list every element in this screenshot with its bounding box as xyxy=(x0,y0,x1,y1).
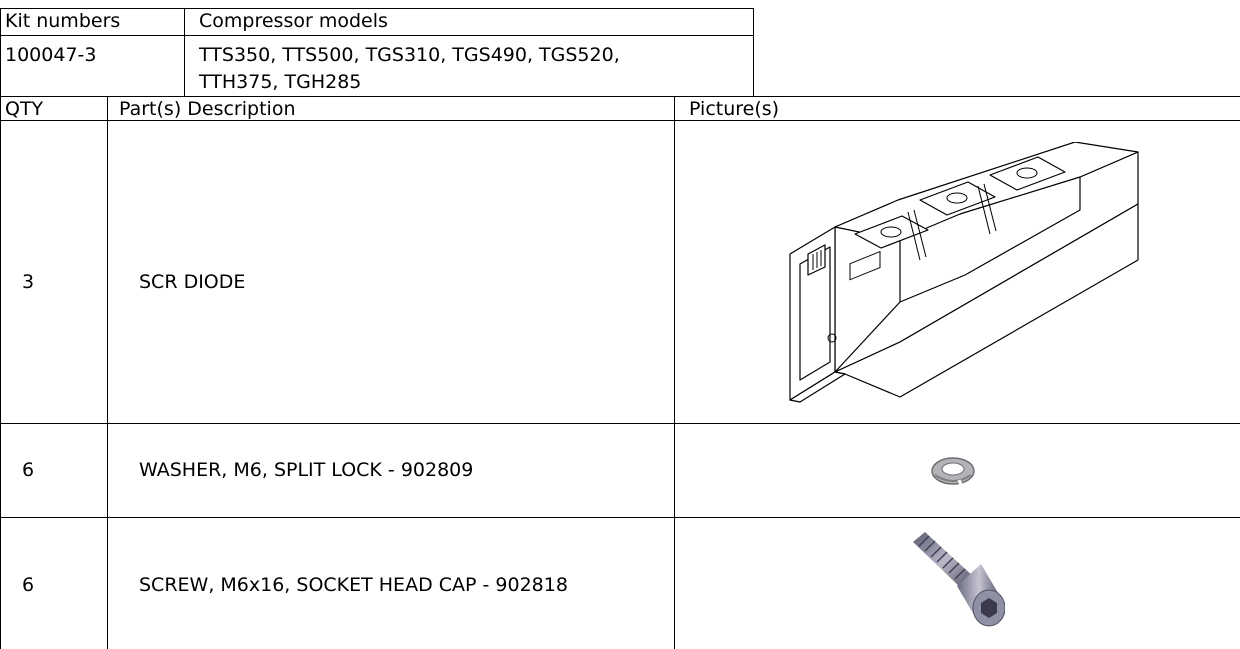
kit-table-right-border xyxy=(753,8,754,97)
kit-table-top-border xyxy=(0,8,754,9)
compressor-models-line-2: TTH375, TGH285 xyxy=(199,71,362,93)
kit-numbers-header: Kit numbers xyxy=(5,10,121,32)
kit-number-value: 100047-3 xyxy=(5,44,97,66)
table-row-3-qty: 6 xyxy=(22,574,35,596)
table-row-1-description: SCR DIODE xyxy=(139,271,246,293)
parts-table-top-border xyxy=(0,96,1240,97)
table-left-border xyxy=(0,8,1,649)
socket-head-cap-screw-image xyxy=(913,532,1005,627)
kit-table-header-divider xyxy=(0,35,754,36)
table-row-2-qty: 6 xyxy=(22,459,35,481)
parts-table-qty-divider xyxy=(107,96,108,649)
compressor-models-line-1: TTS350, TTS500, TGS310, TGS490, TGS520, xyxy=(199,44,620,66)
table-row-2-description: WASHER, M6, SPLIT LOCK - 902809 xyxy=(139,459,474,481)
table-row-3-description: SCREW, M6x16, SOCKET HEAD CAP - 902818 xyxy=(139,574,568,596)
parts-table-desc-divider xyxy=(674,96,675,649)
parts-table-header-divider xyxy=(0,120,1240,121)
kit-table-col-divider xyxy=(184,8,185,97)
compressor-models-header: Compressor models xyxy=(199,10,388,32)
qty-header: QTY xyxy=(5,98,44,120)
scr-diode-drawing xyxy=(789,142,1139,403)
split-lock-washer-image xyxy=(931,457,975,488)
description-header: Part(s) Description xyxy=(119,98,296,120)
pictures-header: Picture(s) xyxy=(689,98,780,120)
parts-row-2-divider xyxy=(0,517,1240,518)
table-row-1-qty: 3 xyxy=(22,271,35,293)
parts-row-1-divider xyxy=(0,423,1240,424)
